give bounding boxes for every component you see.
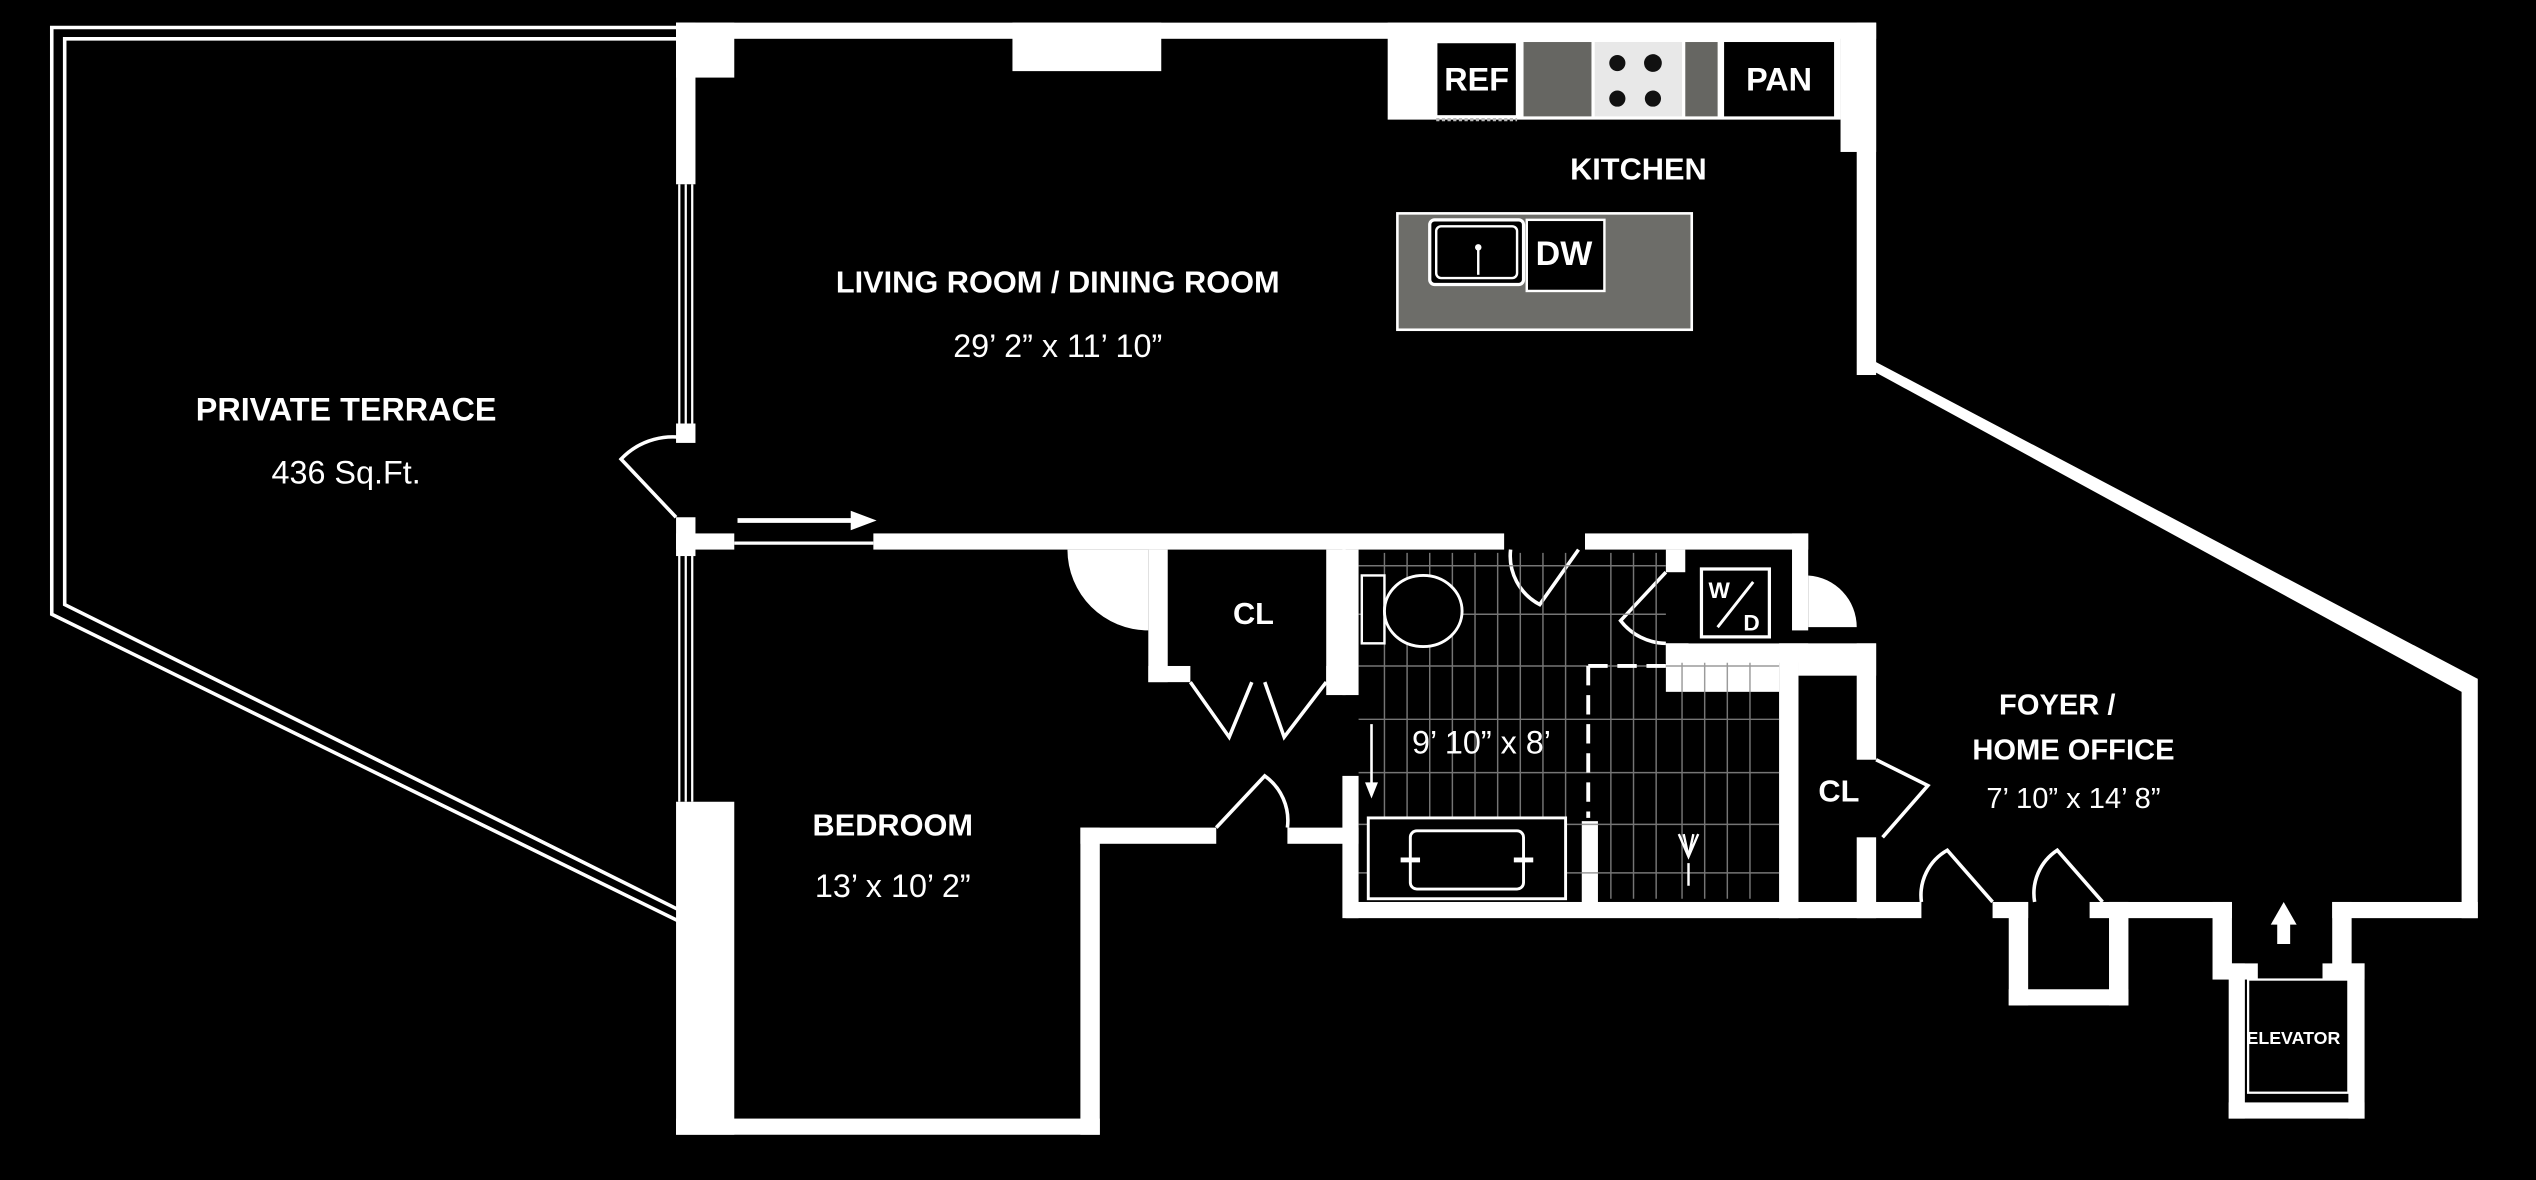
pan-label: PAN bbox=[1746, 62, 1812, 98]
bedroom-closet-label: CL bbox=[1233, 596, 1274, 631]
doors bbox=[618, 435, 2104, 904]
terrace-title: PRIVATE TERRACE bbox=[196, 391, 497, 427]
shower-partition bbox=[1586, 664, 1666, 818]
wd-top-label: W bbox=[1709, 578, 1731, 603]
bath-arrow-icon bbox=[1365, 724, 1378, 799]
windows bbox=[678, 184, 2473, 867]
kitchen-title: KITCHEN bbox=[1570, 151, 1707, 186]
toilet-icon bbox=[1360, 573, 1464, 649]
dw-label: DW bbox=[1536, 235, 1593, 273]
sliding-arrow-icon bbox=[850, 510, 877, 531]
bath-size: 9’ 10” x 8’ bbox=[1412, 724, 1551, 760]
bedroom-size: 13’ x 10’ 2” bbox=[815, 868, 971, 904]
foyer-size: 7’ 10” x 14’ 8” bbox=[1986, 783, 2160, 815]
foyer-title-line1: FOYER / bbox=[1999, 689, 2115, 721]
foyer-closet-label: CL bbox=[1818, 774, 1859, 809]
bedroom-title: BEDROOM bbox=[813, 808, 973, 843]
living-size: 29’ 2” x 11’ 10” bbox=[953, 328, 1162, 364]
elevator-label: ELEVATOR bbox=[2246, 1028, 2340, 1048]
stove-icon bbox=[1609, 54, 1662, 107]
kitchen-island bbox=[1396, 212, 1694, 332]
wd-bottom-label: D bbox=[1743, 610, 1759, 635]
shower-icon bbox=[1677, 833, 1700, 886]
living-title: LIVING ROOM / DINING ROOM bbox=[836, 265, 1280, 300]
elevator-car bbox=[2246, 901, 2350, 1094]
washer-dryer-icon bbox=[1688, 567, 1780, 644]
walls bbox=[676, 22, 2478, 1135]
bathtub-icon bbox=[1366, 816, 1568, 901]
kitchen-counter-back bbox=[1434, 40, 1835, 122]
terrace-outline bbox=[49, 25, 681, 923]
terrace-size: 436 Sq.Ft. bbox=[272, 454, 421, 490]
bath-tiles bbox=[1358, 552, 1780, 899]
ref-label: REF bbox=[1444, 62, 1509, 98]
foyer-title-line2: HOME OFFICE bbox=[1972, 735, 2174, 767]
